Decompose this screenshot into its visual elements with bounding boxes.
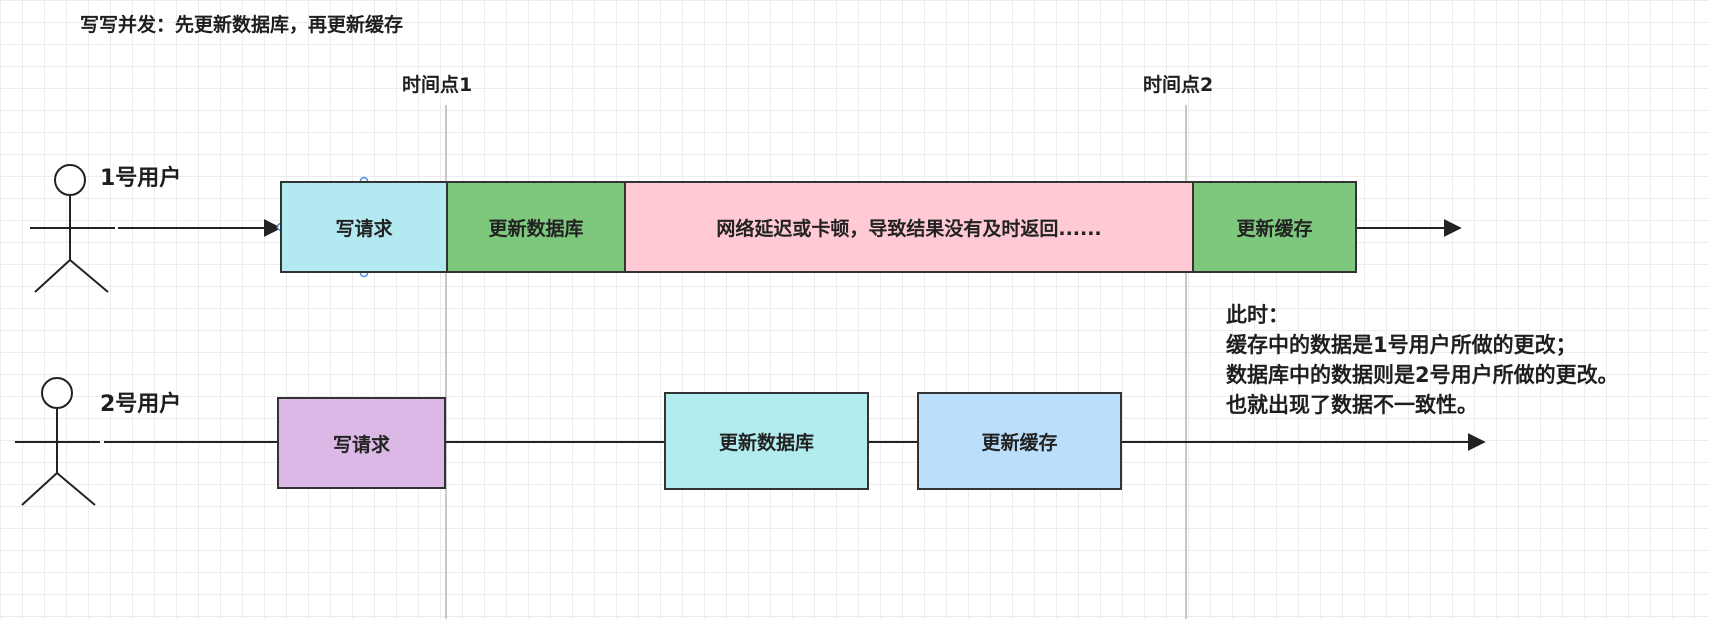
note-line: 数据库中的数据则是2号用户所做的更改。 — [1226, 363, 1619, 387]
inconsistency-note: 此时： 缓存中的数据是1号用户所做的更改； 数据库中的数据则是2号用户所做的更改… — [1226, 300, 1619, 420]
user2-update-db-box[interactable]: 更新数据库 — [664, 392, 869, 490]
user2-write-request-box[interactable]: 写请求 — [277, 397, 446, 489]
time-point-1-label: 时间点1 — [402, 74, 473, 96]
time-point-2-label: 时间点2 — [1143, 74, 1214, 96]
note-line: 此时： — [1226, 303, 1289, 327]
user1-update-cache-box[interactable]: 更新缓存 — [1192, 181, 1357, 273]
user1-actor-icon — [30, 164, 115, 293]
user1-update-db-box[interactable]: 更新数据库 — [446, 181, 626, 273]
user2-update-cache-box[interactable]: 更新缓存 — [917, 392, 1122, 490]
user2-actor-icon — [15, 377, 100, 506]
user1-network-delay-box[interactable]: 网络延迟或卡顿，导致结果没有及时返回...... — [624, 181, 1194, 273]
note-line: 缓存中的数据是1号用户所做的更改； — [1226, 333, 1577, 357]
user1-write-request-box[interactable]: 写请求 — [280, 181, 448, 273]
user1-label: 1号用户 — [100, 166, 182, 191]
user2-label: 2号用户 — [100, 392, 182, 417]
diagram-title: 写写并发：先更新数据库，再更新缓存 — [80, 14, 404, 36]
note-line: 也就出现了数据不一致性。 — [1226, 393, 1478, 417]
